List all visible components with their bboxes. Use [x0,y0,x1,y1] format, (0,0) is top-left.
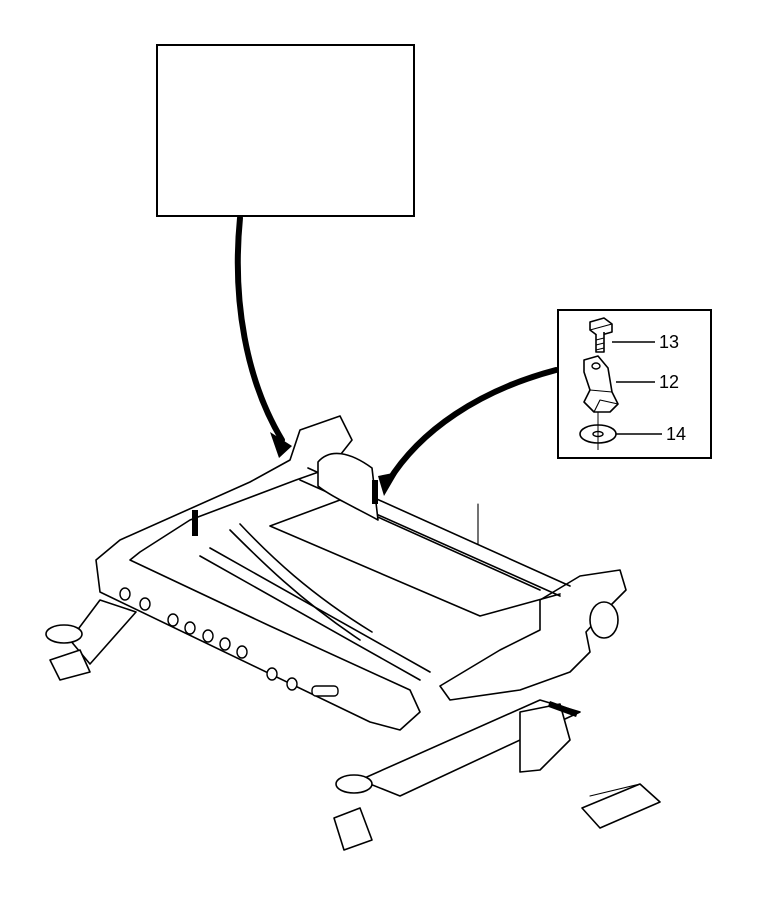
rear-cross-tube [229,523,373,641]
bracket-icon [583,355,619,413]
marker-latch [547,701,579,717]
lower-tube [199,547,431,681]
callout-12: 12 [659,372,679,392]
detail-inset: 13 12 14 [557,309,712,459]
marker-left [192,510,198,536]
washer-icon [579,412,617,450]
recliner-tube [317,452,379,521]
right-side-plate [439,569,627,701]
left-plate-holes [119,587,339,697]
floor-pad [581,783,661,829]
latch-bracket [519,703,571,773]
empty-reference-box [156,44,415,217]
bolt-icon [589,317,613,353]
front-rail [359,699,581,797]
adjuster-knob [589,601,619,639]
callout-13: 13 [659,332,679,352]
seat-pan [269,499,561,617]
box-pointer-arrow [234,215,292,458]
callout-14: 14 [666,424,686,444]
marker-center [372,480,378,504]
seat-rails [45,599,661,851]
inset-pointer-arrow [378,367,559,496]
left-rail-ring [45,624,83,644]
front-rail-foot [333,807,373,851]
left-rail-foot [49,649,91,681]
left-side-plate [95,415,421,731]
front-rail-ring [335,774,373,794]
seat-frame [95,415,627,731]
